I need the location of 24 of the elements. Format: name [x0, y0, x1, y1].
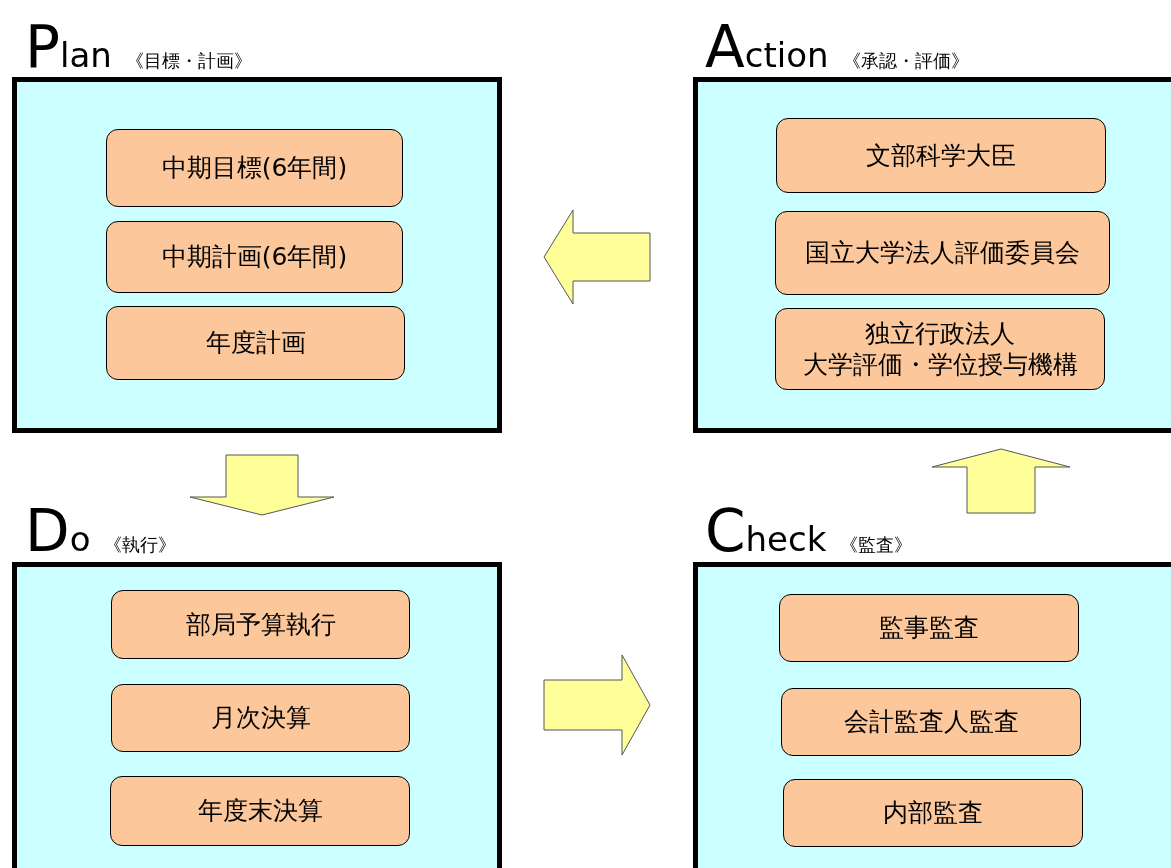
- phase-subtitle: 《承認・評価》: [842, 49, 969, 73]
- block-arrow: [189, 454, 335, 516]
- process-box: 監事監査: [779, 594, 1079, 662]
- phase-subtitle: 《目標・計画》: [125, 49, 252, 73]
- process-box: 独立行政法人 大学評価・学位授与機構: [775, 308, 1105, 390]
- phase-subtitle: 《執行》: [104, 533, 177, 557]
- process-box: 年度末決算: [110, 776, 410, 846]
- block-arrow: [543, 209, 651, 305]
- block-arrow: [543, 654, 651, 756]
- process-box: 年度計画: [106, 306, 405, 380]
- process-box: 内部監査: [783, 779, 1083, 847]
- phase-title: Action: [705, 18, 829, 76]
- process-box: 中期目標(6年間): [106, 129, 403, 207]
- process-box: 中期計画(6年間): [106, 221, 403, 293]
- process-box: 会計監査人監査: [781, 688, 1081, 756]
- phase-title: Do: [25, 502, 91, 560]
- process-box: 部局予算執行: [111, 590, 410, 659]
- phase-subtitle: 《監査》: [840, 533, 913, 557]
- block-arrow: [931, 448, 1071, 514]
- process-box: 国立大学法人評価委員会: [775, 211, 1110, 295]
- phase-title: Plan: [25, 18, 112, 76]
- process-box: 月次決算: [111, 684, 410, 752]
- process-box: 文部科学大臣: [776, 118, 1106, 193]
- phase-title: Check: [705, 502, 827, 560]
